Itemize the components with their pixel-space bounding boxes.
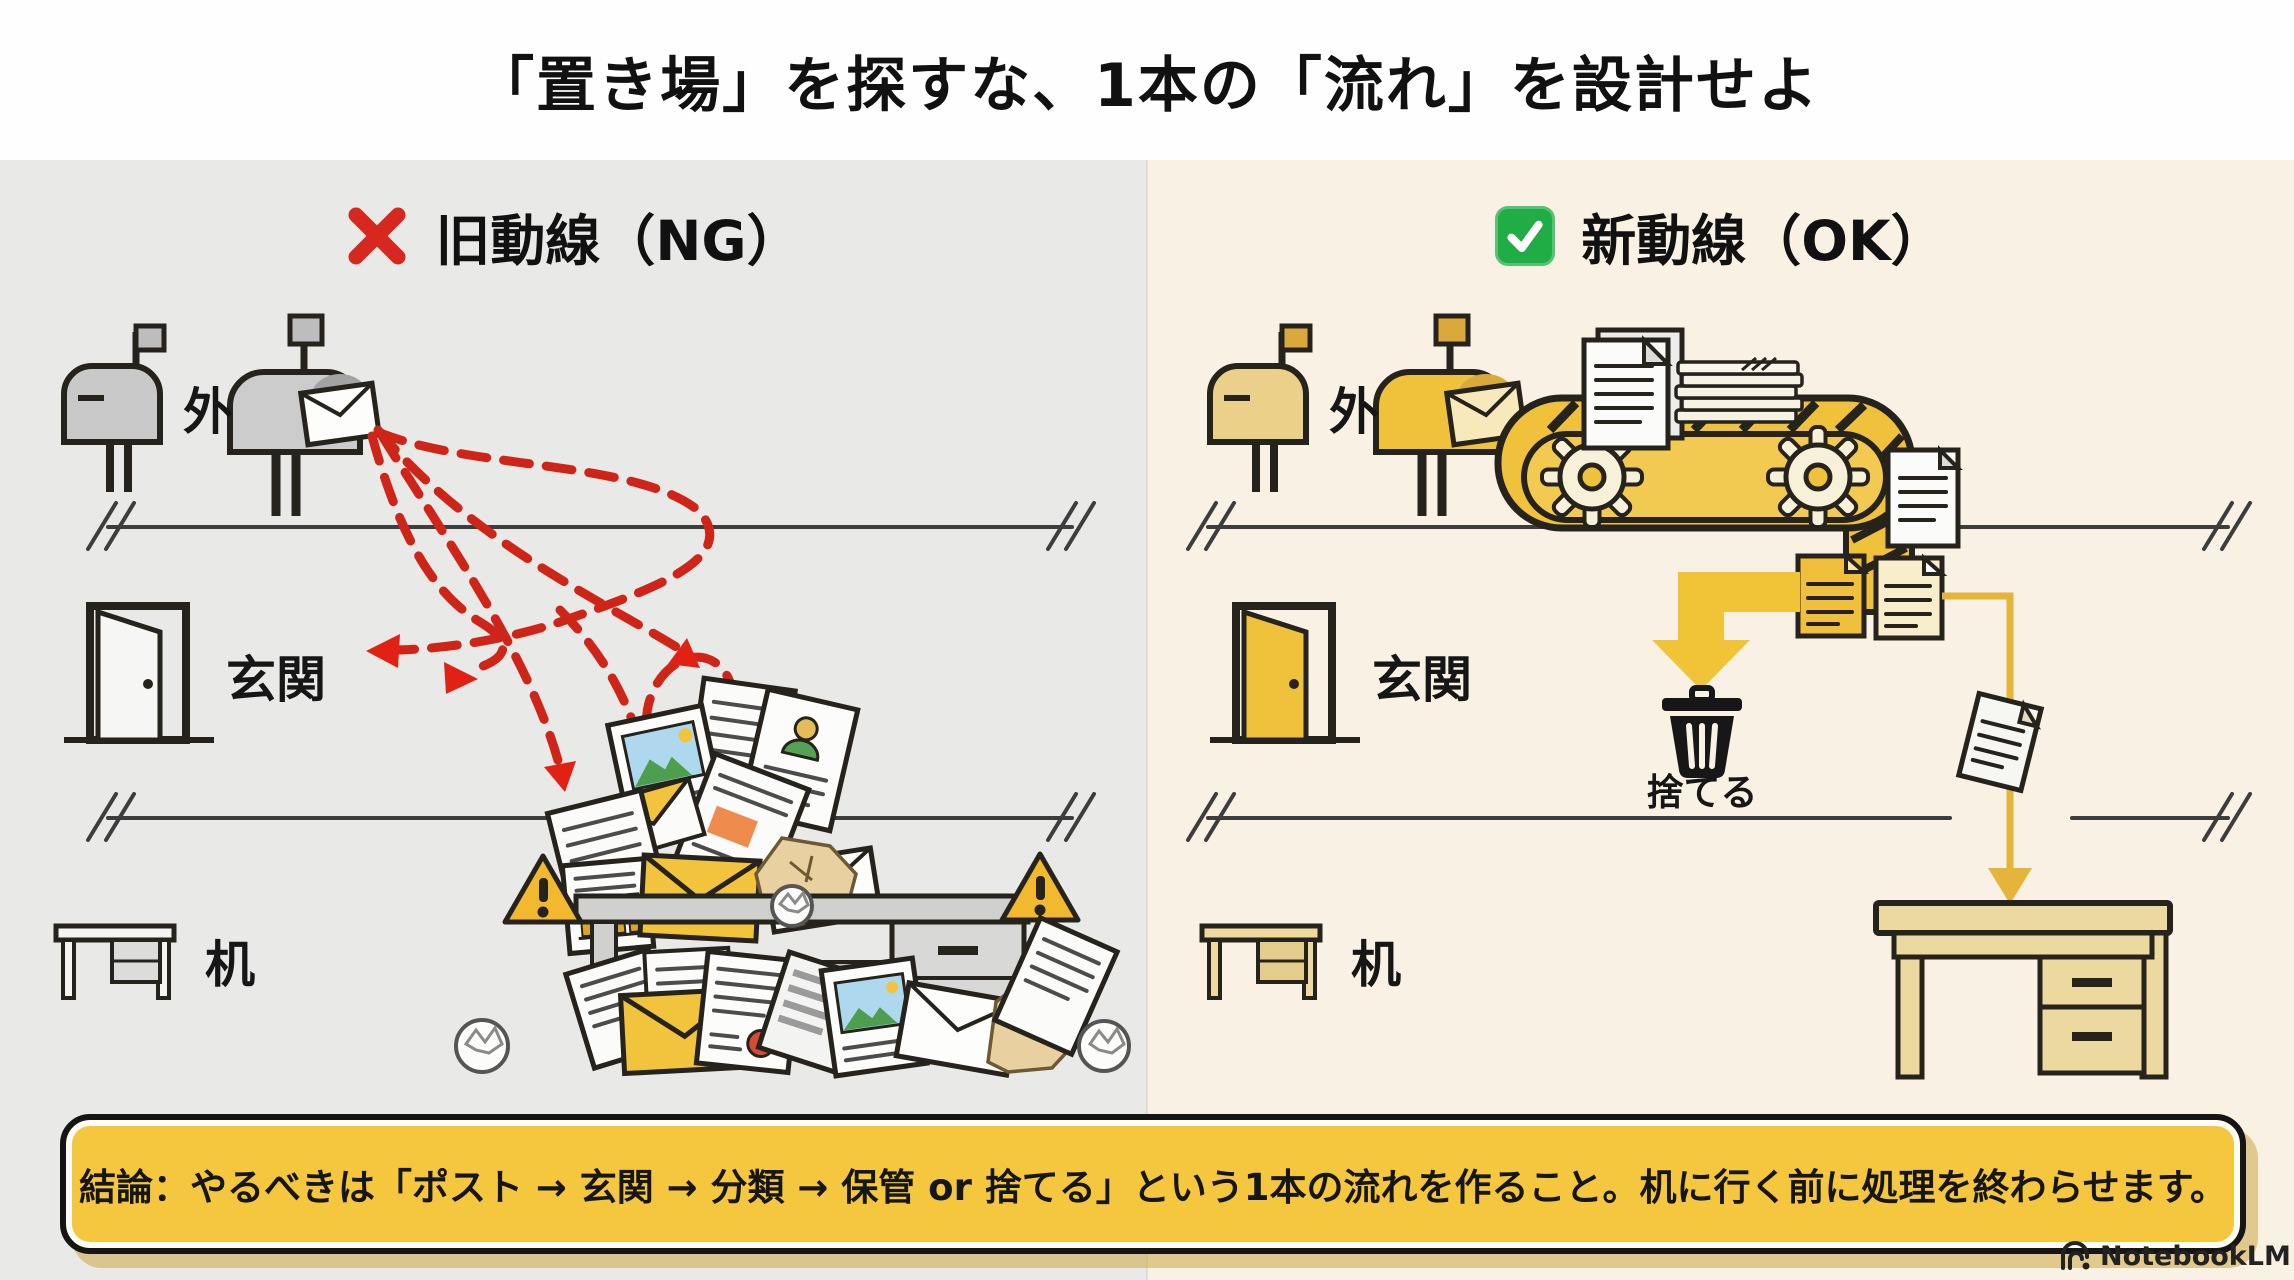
incoming-documents <box>1581 327 1685 451</box>
panel-divider <box>1146 160 1148 1280</box>
document-on-chute <box>1885 445 1963 549</box>
watermark: NotebookLM <box>2058 1240 2291 1272</box>
mailbox-open-icon-left <box>227 313 383 516</box>
conclusion-banner: 結論：やるべきは「ポスト → 玄関 → 分類 → 保管 or 捨てる」という1本… <box>60 1114 2246 1254</box>
new-flow-header: 新動線（OK） <box>1147 196 2294 276</box>
title-band: 「置き場」を探すな、1本の「流れ」を設計せよ <box>0 0 2294 160</box>
clutter-pile <box>454 675 1131 1079</box>
keep-flow-arrowhead <box>1988 868 2032 904</box>
discard-label: 捨てる <box>1646 771 1758 814</box>
left-row-entrance-label: 玄関 <box>226 651 326 709</box>
gear-icon <box>1540 425 1644 529</box>
notebooklm-icon <box>2061 1241 2090 1270</box>
new-flow-header-label: 新動線（OK） <box>1581 209 1946 273</box>
left-row-desk-label: 机 <box>205 936 255 994</box>
gear-icon <box>1766 425 1870 529</box>
mailbox-small-icon-left <box>61 323 167 492</box>
photo-document <box>818 955 930 1079</box>
right-row-outside-label: 外 <box>1329 383 1379 441</box>
desk-illustration <box>1873 900 2173 1080</box>
panel-old-flow <box>0 160 1147 1280</box>
mailbox-small-icon-right <box>1207 323 1313 492</box>
ng-cross-icon <box>348 207 406 265</box>
desk-icon-right <box>1199 923 1323 1000</box>
watermark-label: NotebookLM <box>2100 1240 2291 1272</box>
document <box>991 914 1121 1058</box>
warning-icon <box>999 851 1081 923</box>
trash-icon <box>1662 685 1742 778</box>
left-row-outside-label: 外 <box>183 383 233 441</box>
page-title: 「置き場」を探すな、1本の「流れ」を設計せよ <box>474 50 1820 121</box>
old-flow-header-label: 旧動線（NG） <box>435 209 802 273</box>
falling-document <box>1955 690 2045 794</box>
entrance-door-icon-right <box>1210 602 1360 744</box>
crumpled-ball-icon <box>770 884 814 928</box>
entrance-door-icon-left <box>64 602 214 744</box>
crumpled-ball-icon <box>454 1018 510 1074</box>
crumpled-ball-icon <box>1077 1019 1131 1073</box>
ok-check-icon <box>1495 206 1556 266</box>
right-row-desk-label: 机 <box>1351 936 1401 994</box>
desk-icon-left <box>53 923 177 1000</box>
sorted-doc-discard <box>1795 551 1870 639</box>
sorted-doc-keep <box>1873 553 1948 641</box>
warning-icon <box>502 853 584 925</box>
sorted-paper-stack <box>1674 356 1804 424</box>
old-flow-header: 旧動線（NG） <box>0 196 1147 276</box>
discard-arrow <box>1652 572 1800 690</box>
conclusion-text: 結論：やるべきは「ポスト → 玄関 → 分類 → 保管 or 捨てる」という1本… <box>78 1166 2228 1209</box>
right-row-entrance-label: 玄関 <box>1372 651 1472 709</box>
